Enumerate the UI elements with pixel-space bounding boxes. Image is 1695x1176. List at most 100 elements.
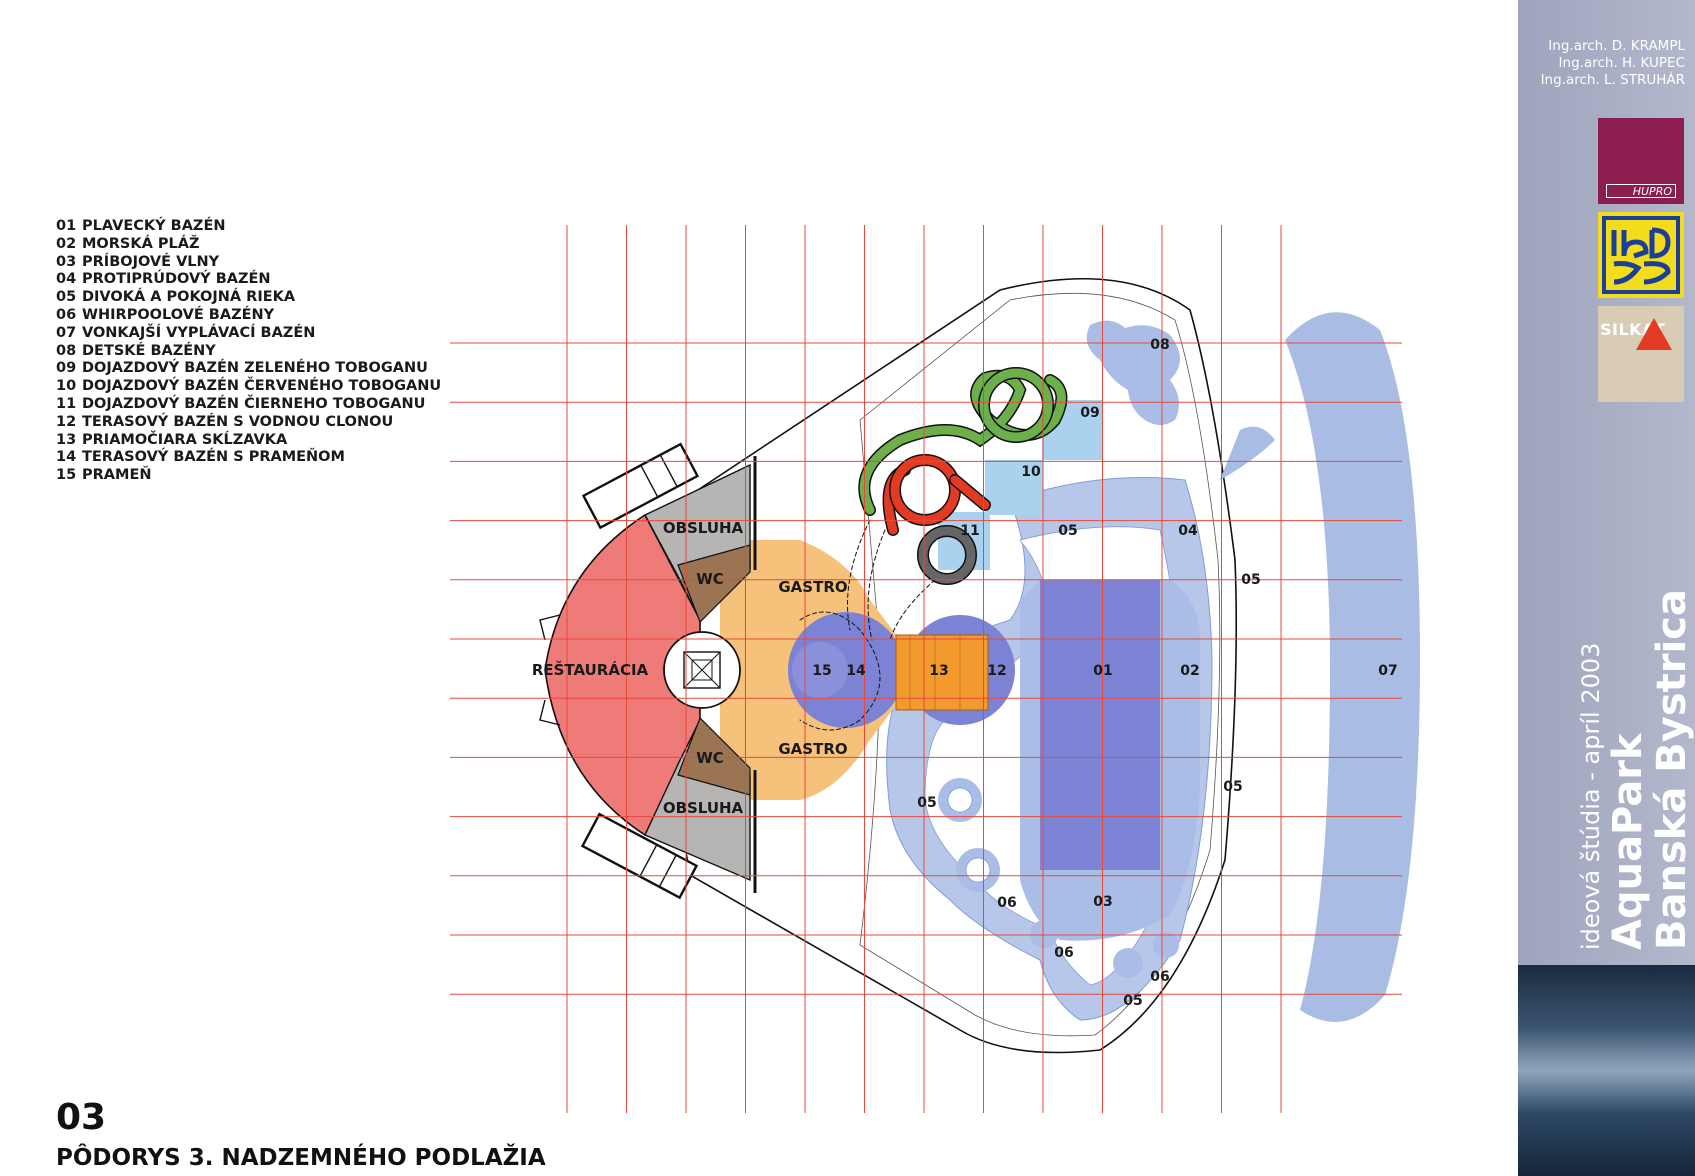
label-06: 06 [1054,945,1073,961]
sheet-number: 03 [56,1097,107,1138]
legend-number: 12 [56,413,77,430]
label-05: 05 [1058,523,1077,539]
legend-label: DOJAZDOVÝ BAZÉN ČIERNEHO TOBOGANU [82,395,426,412]
legend-item: 04 PROTIPRÚDOVÝ BAZÉN [56,271,441,289]
study-date: ideová štúdia - apríl 2003 [1577,642,1605,950]
legend-item: 02 MORSKÁ PLÁŽ [56,236,441,254]
central-core [539,442,1015,900]
label-wc-bottom: WC [696,749,724,767]
whirlpool [1113,948,1143,978]
silkat-logo: SILKAT [1598,306,1684,402]
legend-label: MORSKÁ PLÁŽ [82,235,200,252]
legend-number: 14 [56,449,77,466]
legend-item: 03 PRÍBOJOVÉ VLNY [56,254,441,272]
sheet-title: PÔDORYS 3. NADZEMNÉHO PODLAŽIA [56,1145,546,1171]
legend-number: 15 [56,467,77,484]
label-08: 08 [1150,337,1169,353]
legend-label: PLAVECKÝ BAZÉN [82,218,226,234]
triangle-icon [1636,318,1672,350]
label-12: 12 [987,663,1006,679]
legend-label: DOJAZDOVÝ BAZÉN ZELENÉHO TOBOGANU [82,360,428,377]
wave-photo [1518,965,1695,1176]
title-block-sidebar: Ing.arch. D. KRAMPL Ing.arch. H. KUPEC I… [1518,0,1695,1176]
label-service-bottom: OBSLUHA [663,799,744,817]
legend-number: 02 [56,235,77,252]
legend-label: TERASOVÝ BAZÉN S VODNOU CLONOU [82,413,394,430]
label-02: 02 [1180,663,1199,679]
label-04: 04 [1178,523,1198,539]
legend-number: 04 [56,271,77,288]
label-05: 05 [917,795,936,811]
label-09: 09 [1080,405,1099,421]
pool-08 [1086,320,1180,425]
legend-label: PRÍBOJOVÉ VLNY [82,253,220,270]
label-10: 10 [1021,464,1041,480]
legend-item: 14 TERASOVÝ BAZÉN S PRAMEŇOM [56,449,441,467]
legend-label: VONKAJŠÍ VYPLÁVACÍ BAZÉN [82,324,316,341]
legend-item: 13 PRIAMOČIARA SKĹZAVKA [56,432,441,450]
project-name: AquaPark [1605,733,1651,950]
legend-item: 12 TERASOVÝ BAZÉN S VODNOU CLONOU [56,414,441,432]
pool-10 [985,460,1043,515]
legend-item: 05 DIVOKÁ A POKOJNÁ RIEKA [56,289,441,307]
whirlpool [1153,932,1179,958]
stair-top [581,442,700,530]
legend-label: DIVOKÁ A POKOJNÁ RIEKA [82,289,296,306]
legend-item: 07 VONKAJŠÍ VYPLÁVACÍ BAZÉN [56,325,441,343]
legend-label: PRIAMOČIARA SKĹZAVKA [82,431,288,448]
hupro-logo-text: HUPRO [1606,184,1676,198]
legend-label: DOJAZDOVÝ BAZÉN ČERVENÉHO TOBOGANU [82,378,442,395]
legend-label: DETSKÉ BAZÉNY [82,342,216,359]
label-gastro-bottom: GASTRO [778,740,847,758]
label-gastro-top: GASTRO [778,578,847,596]
legend-label: WHIRPOOLOVÉ BAZÉNY [82,306,275,323]
inner-outline [859,292,1221,1037]
label-11: 11 [960,523,979,539]
label-15: 15 [812,663,831,679]
architects-list: Ing.arch. D. KRAMPL Ing.arch. H. KUPEC I… [1520,38,1685,89]
legend-item: 10 DOJAZDOVÝ BAZÉN ČERVENÉHO TOBOGANU [56,378,441,396]
legend-label: TERASOVÝ BAZÉN S PRAMEŇOM [82,449,345,466]
label-05: 05 [1241,572,1260,588]
label-restaurant: REŠTAURÁCIA [532,660,649,679]
legend-number: 06 [56,306,77,323]
architect-3: Ing.arch. L. STRUHÁR [1540,72,1685,88]
slide-13 [895,634,989,711]
legend-number: 03 [56,253,77,270]
pool-15 [792,642,848,698]
building [629,278,1420,1054]
restaurant [544,513,701,837]
pool-07 [1285,312,1420,1022]
architect-2: Ing.arch. H. KUPEC [1558,55,1685,71]
legend-number: 09 [56,360,77,377]
label-06: 06 [1150,969,1169,985]
pool-labels: 01 02 03 04 05 05 05 05 05 06 06 06 07 0… [812,337,1397,1009]
legend-number: 05 [56,289,77,306]
legend-item: 06 WHIRPOOLOVÉ BAZÉNY [56,307,441,325]
label-07: 07 [1378,663,1397,679]
label-wc-top: WC [696,570,724,588]
whirlpool [1030,920,1058,948]
label-01: 01 [1093,663,1112,679]
label-05: 05 [1223,779,1242,795]
legend-item: 09 DOJAZDOVÝ BAZÉN ZELENÉHO TOBOGANU [56,360,441,378]
ipos-logo-mark [1602,216,1680,294]
legend-label: PROTIPRÚDOVÝ BAZÉN [82,271,271,288]
hupro-logo: HUPRO [1598,118,1684,204]
label-06: 06 [997,895,1016,911]
ipos-logo [1598,212,1684,298]
river-branch [1220,426,1275,480]
structural-grid [450,225,1402,1113]
architect-1: Ing.arch. D. KRAMPL [1548,38,1685,54]
room-labels: REŠTAURÁCIA OBSLUHA OBSLUHA WC WC GASTRO… [532,519,848,817]
label-service-top: OBSLUHA [663,519,744,537]
legend-number: 10 [56,378,77,395]
legend-number: 07 [56,324,77,341]
legend-number: 13 [56,431,77,448]
pool-01 [1040,580,1160,870]
